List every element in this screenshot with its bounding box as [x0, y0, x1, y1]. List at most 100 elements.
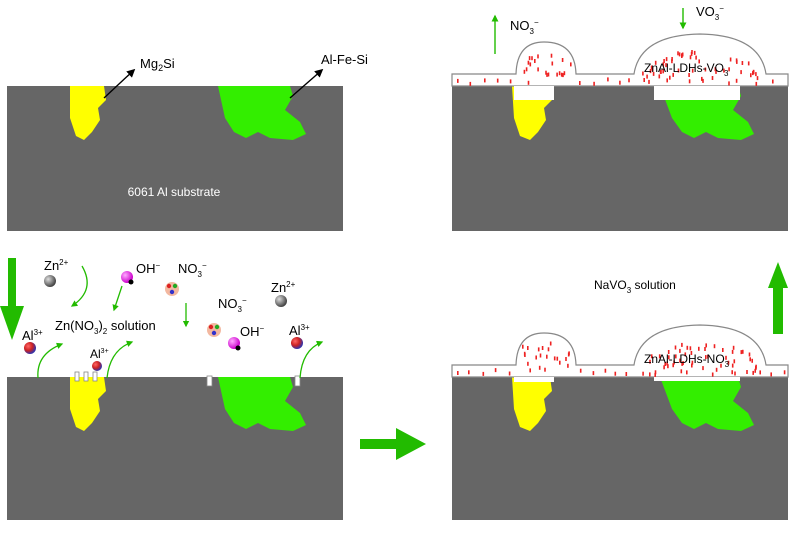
- no3-out-label: NO3−: [510, 18, 539, 36]
- substrate-block-4: [452, 86, 788, 231]
- panel-ldh-vo3: NO3− VO3− ZnAl-LDHs-VO3: [451, 4, 789, 231]
- ldh-dash: [691, 68, 694, 73]
- mg2si-particle-2: [70, 377, 106, 431]
- ldh-dash: [701, 76, 703, 81]
- ldh-dash: [720, 363, 722, 368]
- ldh-dash: [733, 359, 736, 364]
- ldh-dash: [751, 358, 753, 363]
- ldh-dash: [677, 68, 680, 73]
- ldh-dash: [682, 361, 684, 366]
- ldh-dash: [553, 356, 556, 361]
- ldh-dash: [679, 348, 681, 353]
- ldh-dash: [565, 357, 567, 361]
- ldh-dash: [698, 59, 700, 64]
- ldh-dash: [755, 81, 758, 86]
- ldh-dash: [527, 80, 530, 85]
- ldh-dash: [654, 372, 656, 377]
- ldh-dash: [662, 69, 664, 74]
- ldh-dash: [539, 353, 542, 358]
- panel-substrate: Mg2Si Al-Fe-Si 6061 Al substrate: [7, 52, 368, 231]
- ldh-dash: [607, 77, 609, 82]
- ldh-dash: [537, 347, 540, 352]
- ldh-dash: [725, 355, 727, 360]
- ldh-dash: [551, 61, 554, 66]
- ldh-dash: [671, 57, 673, 61]
- substrate-label: 6061 Al substrate: [128, 185, 221, 199]
- ldh-dash: [643, 78, 645, 82]
- ldh-dash: [663, 59, 665, 63]
- ldh-dash: [681, 53, 683, 58]
- ldh-dash: [592, 371, 595, 376]
- ldh-dash: [772, 79, 774, 84]
- ldh-dash: [672, 72, 674, 77]
- ldh-dash: [663, 365, 665, 370]
- ldh-dash: [651, 67, 654, 72]
- ldh-dash: [628, 78, 630, 83]
- alfesi-particle: [218, 86, 306, 140]
- ldh-dash: [755, 364, 757, 369]
- right-arrow: [360, 428, 426, 460]
- substrate-block-2: [7, 377, 343, 520]
- ldh-dash: [579, 368, 582, 373]
- ldh-dash: [754, 368, 756, 373]
- ldh-dash: [741, 61, 744, 65]
- ldh-dash: [742, 349, 744, 354]
- ldh-dash: [691, 363, 693, 368]
- ldh-dash: [731, 370, 733, 375]
- ldh-dash: [735, 58, 738, 63]
- ldh-dash: [652, 71, 655, 76]
- ldh-dash: [705, 343, 707, 348]
- ldh-dash: [704, 347, 706, 351]
- ldh-dash: [732, 345, 735, 350]
- ldh-dash: [570, 62, 572, 67]
- vo3-in-label: VO3−: [696, 4, 724, 22]
- no3-ion-label-1: NO3−: [178, 261, 207, 279]
- ldh-dash: [662, 62, 665, 67]
- ldh-dash: [674, 345, 677, 350]
- ldh-dash: [535, 355, 537, 360]
- ldh-dash: [534, 59, 536, 63]
- ldh-dash: [556, 72, 558, 77]
- oh-ion-label-2: OH−: [240, 324, 265, 339]
- oh-ion-label-1: OH−: [136, 261, 161, 276]
- ldh-dash: [681, 342, 683, 347]
- ldh-vo3-label: ZnAl-LDHs-VO3: [644, 61, 729, 78]
- alfesi-particle-3: [660, 377, 754, 431]
- ldh-dash: [693, 50, 696, 55]
- ldh-dash: [664, 362, 666, 366]
- ldh-dash: [457, 371, 459, 375]
- ldh-dash: [759, 370, 761, 375]
- ldh-dash: [556, 356, 559, 361]
- ldh-dash: [484, 78, 486, 83]
- ldh-dash: [579, 81, 581, 85]
- ldh-dash: [668, 355, 670, 360]
- ldh-dash: [527, 60, 530, 65]
- ldh-dash: [691, 50, 693, 54]
- ldh-dash: [667, 364, 669, 369]
- ldh-dash: [740, 350, 743, 355]
- ldh-dash: [541, 346, 544, 350]
- ldh-dash: [756, 76, 759, 81]
- ldh-dash: [727, 360, 730, 365]
- zn-ion-label-1: Zn2+: [44, 258, 69, 273]
- mg2si-label: Mg2Si: [140, 56, 175, 73]
- zn-ion-label-2: Zn2+: [271, 280, 296, 295]
- ldh-dash: [740, 70, 742, 75]
- ldh-dash: [675, 354, 677, 359]
- ldh-dash: [715, 69, 717, 74]
- ldh-dash: [558, 71, 561, 76]
- ldh-dash: [646, 74, 648, 79]
- ldh-dash: [546, 354, 548, 359]
- ldh-dash: [525, 67, 528, 72]
- ldh-dash: [711, 372, 714, 377]
- ldh-dash: [561, 58, 564, 62]
- ldh-dash: [705, 355, 707, 360]
- ldh-coating-3: [451, 324, 789, 378]
- no3-ion-label-2: NO3−: [218, 296, 247, 314]
- ldh-dash: [563, 71, 566, 76]
- ldh-dashes-4: [457, 50, 774, 86]
- ldh-dash: [537, 54, 539, 59]
- ldh-dash: [537, 67, 539, 72]
- ldh-dash: [614, 371, 617, 376]
- ldh-dash: [549, 341, 552, 346]
